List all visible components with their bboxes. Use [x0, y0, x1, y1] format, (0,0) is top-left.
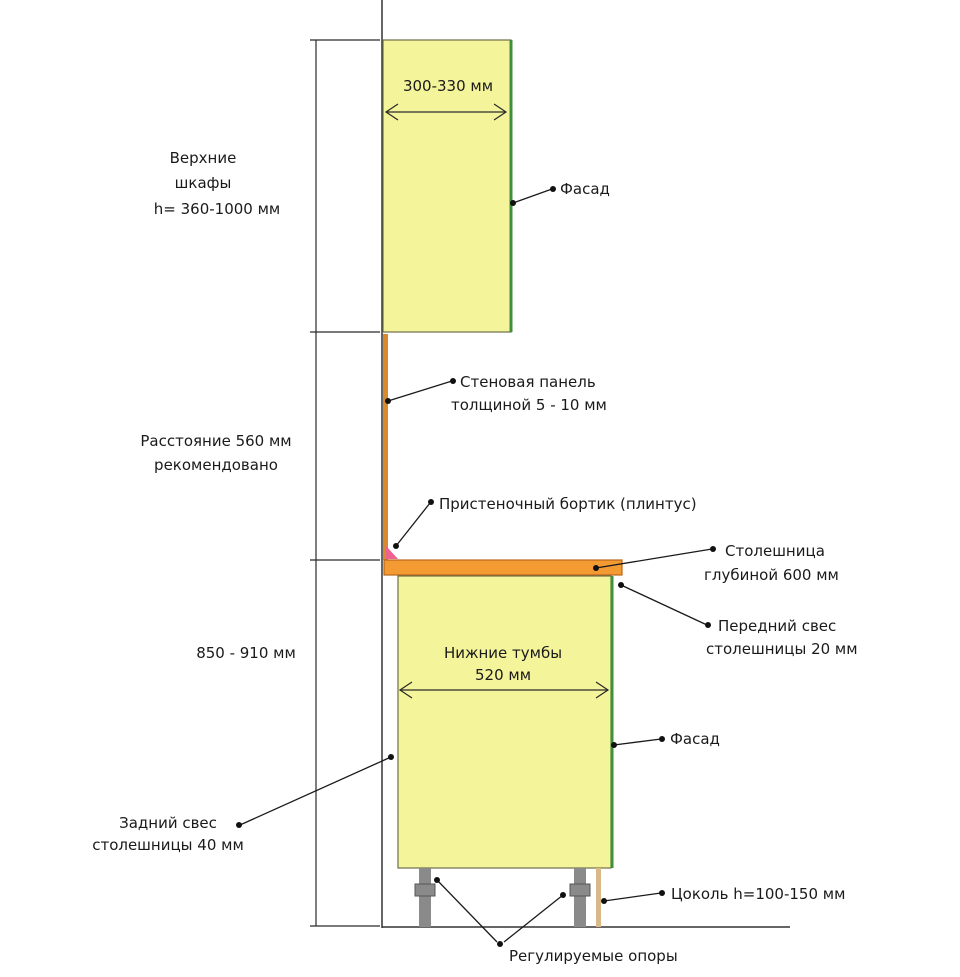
distance-label-1: Расстояние 560 мм: [140, 432, 291, 450]
facade-lower-label: Фасад: [670, 730, 720, 748]
countertop: [383, 559, 623, 576]
distance-label-2: рекомендовано: [154, 456, 278, 474]
front-overhang-label-2: столешницы 20 мм: [706, 640, 858, 658]
rear-overhang-label-1: Задний свес: [119, 814, 217, 832]
lower-cabinets-title-1: Нижние тумбы: [444, 644, 562, 662]
lower-cabinets-title-2: 520 мм: [475, 666, 531, 684]
legs-label: Регулируемые опоры: [509, 947, 678, 965]
upper-cabinets-title-3: h= 360-1000 мм: [154, 200, 280, 218]
upper-cabinets-title-1: Верхние: [170, 149, 237, 167]
rear-overhang-label-2: столешницы 40 мм: [92, 836, 244, 854]
countertop-label-1: Столешница: [725, 542, 825, 560]
facade-upper-label: Фасад: [560, 180, 610, 198]
height-dimension-lines: [310, 39, 380, 927]
front-overhang-label-1: Передний свес: [718, 617, 836, 635]
plinth-strip: [596, 868, 601, 927]
plinth-label: Цоколь h=100-150 мм: [671, 885, 845, 903]
wall-panel: [383, 334, 388, 560]
upper-width-arrow: [384, 103, 508, 121]
wall-molding: [386, 546, 398, 559]
leader-lines: [236, 186, 716, 947]
lower-height-label: 850 - 910 мм: [196, 644, 296, 662]
countertop-label-2: глубиной 600 мм: [704, 566, 839, 584]
adjustable-legs: [414, 868, 591, 927]
upper-cabinets-title-2: шкафы: [175, 174, 232, 192]
wall-panel-label-1: Стеновая панель: [460, 373, 596, 391]
lower-cabinet: [397, 575, 612, 869]
upper-cabinet: [382, 39, 512, 333]
wall-molding-label: Пристеночный бортик (плинтус): [439, 495, 697, 513]
upper-width-label: 300-330 мм: [403, 77, 493, 95]
lower-width-arrow: [398, 681, 610, 699]
wall-panel-label-2: толщиной 5 - 10 мм: [451, 396, 607, 414]
